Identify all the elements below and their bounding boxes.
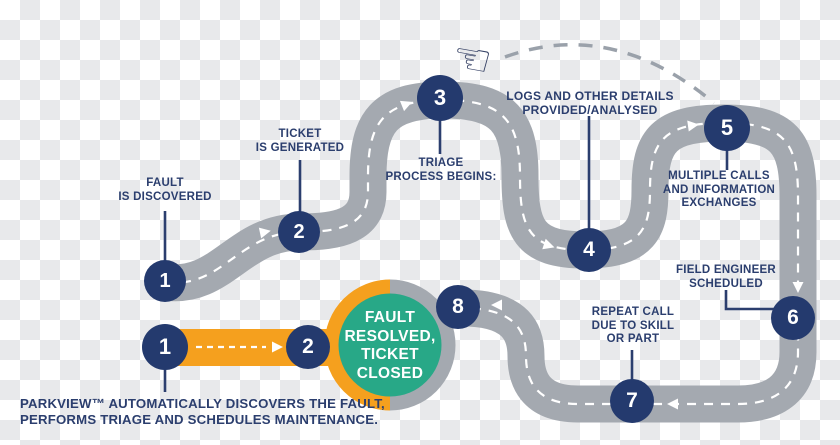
- label-line: PROVIDED/ANALYSED: [522, 102, 658, 117]
- arrow-icon: [667, 398, 678, 410]
- journey-step-1-node: 1: [144, 260, 186, 302]
- label-line: DUE TO SKILL: [591, 319, 675, 332]
- arrow-icon: [792, 282, 804, 293]
- parkview-step-2-node: 2: [286, 325, 330, 369]
- label-logs-details: LOGS AND OTHER DETAILS PROVIDED/ANALYSED: [506, 89, 674, 117]
- label-line: FIELD ENGINEER: [676, 264, 776, 276]
- arrow-icon: [542, 238, 555, 250]
- resolved-ring-orange-half: [324, 279, 391, 411]
- journey-step-5-node: 5: [704, 105, 750, 151]
- label-line: AND INFORMATION: [662, 183, 776, 196]
- arrow-icon: [687, 120, 699, 132]
- label-line: MULTIPLE CALLS: [668, 170, 770, 182]
- label-line: SCHEDULED: [689, 277, 763, 290]
- resolved-badge-circle: [338, 293, 442, 397]
- caption-line: PERFORMS TRIAGE AND SCHEDULES MAINTENANC…: [20, 411, 379, 427]
- result-line: TICKET: [361, 346, 419, 363]
- label-multiple-calls: MULTIPLE CALLS AND INFORMATION EXCHANGES: [663, 170, 775, 211]
- connector-step6: [724, 290, 774, 311]
- label-line: FAULT: [146, 177, 184, 189]
- result-line: FAULT: [364, 309, 416, 326]
- label-triage-begins: TRIAGE PROCESS BEGINS:: [385, 157, 496, 184]
- arrow-icon: [399, 100, 413, 112]
- result-line: CLOSED: [356, 364, 424, 382]
- label-field-engineer: FIELD ENGINEER SCHEDULED: [676, 264, 776, 291]
- parkview-caption: PARKVIEW™ AUTOMATICALLY DISCOVERS THE FA…: [20, 396, 385, 427]
- label-ticket-generated: TICKET IS GENERATED: [256, 128, 344, 155]
- caption-line: PARKVIEW™ AUTOMATICALLY DISCOVERS THE FA…: [20, 396, 385, 411]
- resolved-ring-gray-half: [389, 279, 456, 411]
- label-line: REPEAT CALL: [591, 306, 675, 318]
- journey-step-7-node: 7: [610, 379, 654, 423]
- journey-step-6-node: 6: [771, 296, 815, 340]
- label-line: IS DISCOVERED: [118, 190, 212, 203]
- arrow-icon: [258, 227, 271, 239]
- hand-pointer-icon: ☜: [448, 31, 496, 88]
- journey-step-8-node: 8: [436, 285, 480, 329]
- label-line: TICKET: [278, 128, 322, 140]
- label-line: EXCHANGES: [681, 197, 757, 209]
- arrow-icon: [272, 341, 283, 353]
- label-line: TRIAGE: [418, 157, 464, 169]
- label-line: IS GENERATED: [255, 141, 345, 154]
- road-centerline: [164, 98, 800, 406]
- label-repeat-call: REPEAT CALL DUE TO SKILL OR PART: [592, 306, 675, 347]
- label-line: PROCESS BEGINS:: [385, 170, 497, 183]
- label-line: OR PART: [606, 333, 660, 345]
- result-line: RESOLVED,: [344, 327, 436, 345]
- road-direction-arrows: [258, 100, 804, 410]
- label-connectors: [163, 116, 774, 392]
- shortcut-dashed-arc: [504, 42, 716, 105]
- journey-step-3-node: 3: [417, 75, 463, 121]
- resolved-badge-text: FAULT RESOLVED, TICKET CLOSED: [344, 309, 435, 383]
- journey-step-2-node: 2: [278, 211, 320, 253]
- parkview-step-1-node: 1: [142, 324, 188, 370]
- journey-step-4-node: 4: [567, 228, 611, 272]
- label-fault-discovered: FAULT IS DISCOVERED: [118, 177, 211, 204]
- label-line: LOGS AND OTHER DETAILS: [506, 89, 674, 103]
- arrow-icon: [491, 299, 502, 311]
